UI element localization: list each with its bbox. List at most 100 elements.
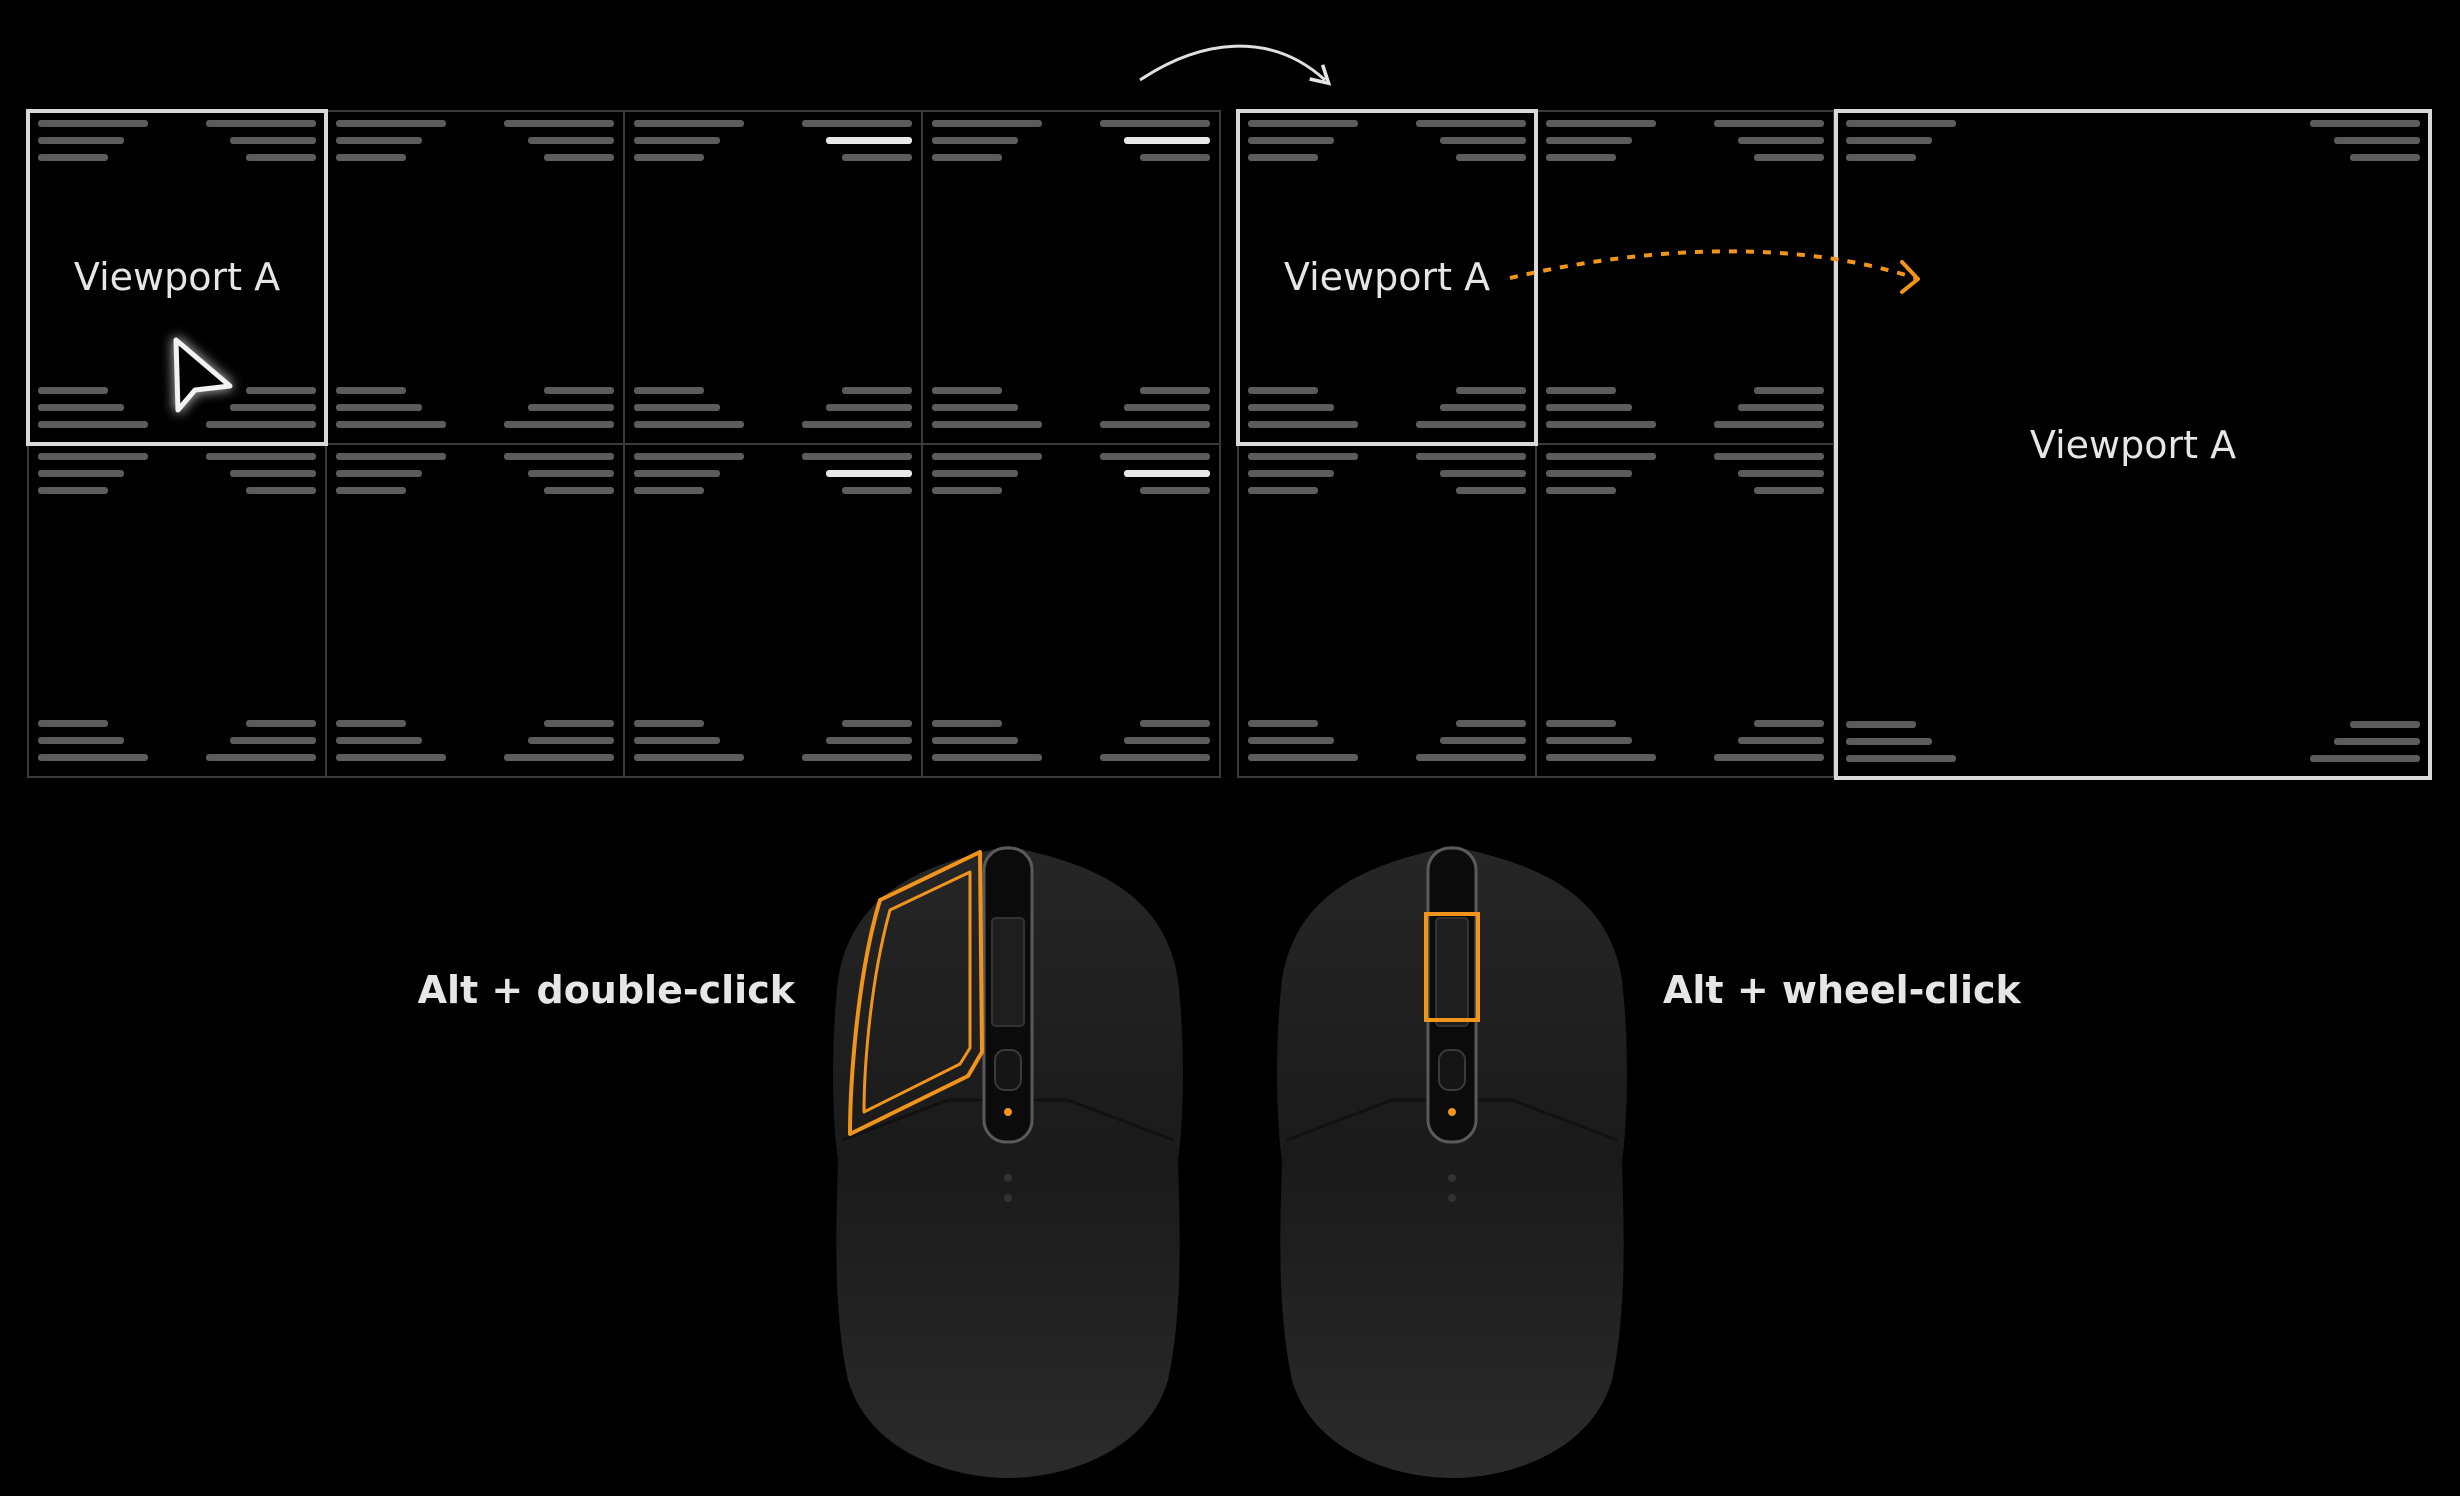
- placeholder-bar: [1714, 453, 1824, 460]
- placeholder-bar: [528, 737, 614, 744]
- placeholder-bar: [1140, 387, 1210, 394]
- placeholder-bar: [1754, 720, 1824, 727]
- placeholder-bar: [336, 404, 422, 411]
- action-label-wheel-click: Alt + wheel-click: [1663, 968, 2022, 1012]
- placeholder-bar: [336, 737, 422, 744]
- placeholder-bar: [932, 453, 1042, 460]
- viewport-cell[interactable]: [326, 111, 624, 444]
- placeholder-bar: [932, 754, 1042, 761]
- placeholder-bar: [1846, 137, 1932, 144]
- placeholder-bar: [1248, 387, 1318, 394]
- viewport-cell[interactable]: [922, 111, 1220, 444]
- placeholder-bar: [1714, 754, 1824, 761]
- placeholder-bar: [336, 421, 446, 428]
- placeholder-bar: [1248, 737, 1334, 744]
- placeholder-bar: [336, 387, 406, 394]
- placeholder-bar: [38, 737, 124, 744]
- viewport-cell[interactable]: [28, 444, 326, 777]
- placeholder-bar: [544, 154, 614, 161]
- placeholder-bar: [38, 754, 148, 761]
- placeholder-bar: [1546, 387, 1616, 394]
- viewport-cell[interactable]: [624, 444, 922, 777]
- placeholder-bar: [230, 404, 316, 411]
- placeholder-bar: [246, 154, 316, 161]
- placeholder-bar: [842, 487, 912, 494]
- placeholder-bar: [1248, 487, 1318, 494]
- placeholder-bar: [38, 487, 108, 494]
- placeholder-bar: [634, 404, 720, 411]
- placeholder-bar: [1416, 120, 1526, 127]
- placeholder-bar: [1846, 755, 1956, 762]
- placeholder-bar: [2334, 738, 2420, 745]
- placeholder-bar: [504, 453, 614, 460]
- placeholder-bar: [634, 154, 704, 161]
- placeholder-bar: [1248, 154, 1318, 161]
- placeholder-bar: [544, 387, 614, 394]
- placeholder-bar: [230, 470, 316, 477]
- placeholder-bar: [634, 453, 744, 460]
- placeholder-bar: [1546, 470, 1632, 477]
- placeholder-bar: [38, 421, 148, 428]
- placeholder-bar: [504, 120, 614, 127]
- viewport-cell[interactable]: [1238, 444, 1536, 777]
- viewport-cell[interactable]: [326, 444, 624, 777]
- placeholder-bar: [826, 470, 912, 477]
- placeholder-bar: [1846, 154, 1916, 161]
- placeholder-bar: [246, 387, 316, 394]
- placeholder-bar: [38, 404, 124, 411]
- placeholder-bar: [230, 737, 316, 744]
- placeholder-bar: [634, 470, 720, 477]
- placeholder-bar: [932, 470, 1018, 477]
- placeholder-bar: [1440, 137, 1526, 144]
- viewport-cell[interactable]: [922, 444, 1220, 777]
- placeholder-bar: [544, 720, 614, 727]
- placeholder-bar: [336, 137, 422, 144]
- placeholder-bar: [38, 453, 148, 460]
- viewport-cell[interactable]: [1536, 111, 1834, 444]
- placeholder-bar: [1248, 754, 1358, 761]
- placeholder-bar: [2310, 755, 2420, 762]
- placeholder-bar: [842, 720, 912, 727]
- placeholder-bar: [1124, 737, 1210, 744]
- placeholder-bar: [336, 154, 406, 161]
- placeholder-bar: [38, 120, 148, 127]
- placeholder-bar: [246, 720, 316, 727]
- placeholder-bar: [544, 487, 614, 494]
- viewport-cell[interactable]: [1536, 444, 1834, 777]
- placeholder-bar: [634, 120, 744, 127]
- placeholder-bar: [336, 453, 446, 460]
- placeholder-bar: [634, 421, 744, 428]
- placeholder-bar: [1546, 737, 1632, 744]
- placeholder-bar: [1846, 721, 1916, 728]
- placeholder-bar: [1754, 387, 1824, 394]
- placeholder-bar: [1124, 137, 1210, 144]
- placeholder-bar: [1440, 404, 1526, 411]
- placeholder-bar: [1140, 487, 1210, 494]
- placeholder-bar: [1440, 737, 1526, 744]
- placeholder-bar: [38, 387, 108, 394]
- placeholder-bar: [2334, 137, 2420, 144]
- placeholder-bar: [634, 737, 720, 744]
- placeholder-bar: [1846, 120, 1956, 127]
- placeholder-bar: [206, 453, 316, 460]
- viewport-cell[interactable]: [624, 111, 922, 444]
- placeholder-bar: [1456, 720, 1526, 727]
- placeholder-bar: [206, 421, 316, 428]
- placeholder-bar: [206, 754, 316, 761]
- placeholder-bar: [932, 737, 1018, 744]
- placeholder-bar: [336, 487, 406, 494]
- placeholder-bar: [1416, 754, 1526, 761]
- placeholder-bar: [1140, 720, 1210, 727]
- placeholder-bar: [1546, 720, 1616, 727]
- placeholder-bar: [1546, 404, 1632, 411]
- placeholder-bar: [634, 754, 744, 761]
- placeholder-bar: [1754, 487, 1824, 494]
- curved-arrow-icon: [1140, 46, 1325, 80]
- placeholder-bar: [528, 137, 614, 144]
- placeholder-bar: [1546, 453, 1656, 460]
- placeholder-bar: [336, 120, 446, 127]
- placeholder-bar: [1738, 137, 1824, 144]
- placeholder-bar: [802, 421, 912, 428]
- placeholder-bar: [528, 470, 614, 477]
